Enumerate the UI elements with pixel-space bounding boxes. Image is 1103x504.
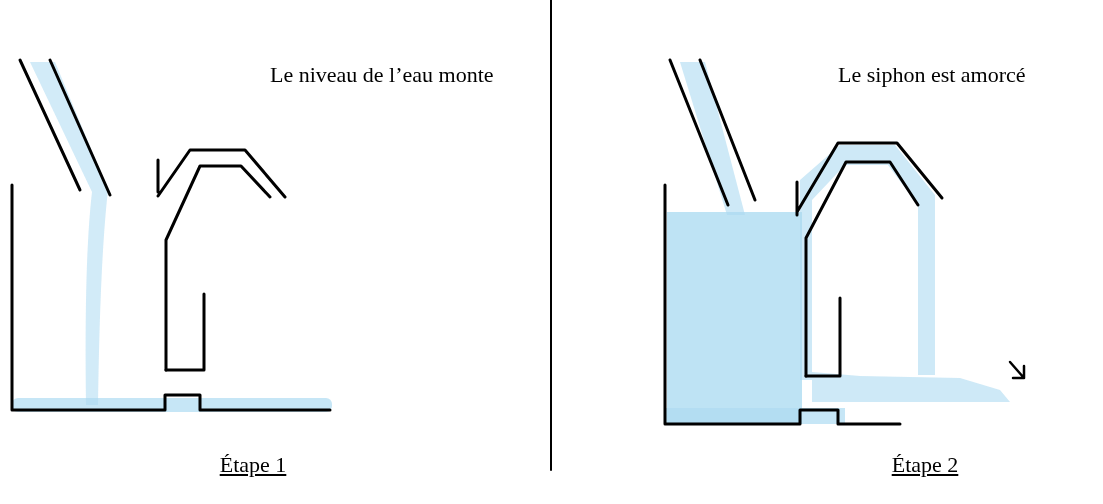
siphon-inner (166, 166, 270, 370)
inlet-pipe (50, 60, 110, 195)
step-title: Étape 1 (220, 452, 287, 478)
caption-text: Le niveau de l’eau monte (270, 62, 494, 88)
siphon-outer (158, 150, 285, 197)
caption-text: Le siphon est amorcé (838, 62, 1026, 88)
siphon-leg (806, 298, 840, 376)
inlet-pipe (20, 60, 80, 190)
siphon-leg (166, 294, 204, 370)
siphon-outer (797, 143, 942, 215)
water (12, 62, 1010, 424)
tank (665, 185, 900, 424)
step-title: Étape 2 (892, 452, 959, 478)
divider (550, 0, 552, 470)
siphon-inner (806, 162, 918, 376)
inlet-pipe (700, 60, 755, 200)
flow-arrow (1010, 362, 1024, 378)
inlet-pipe (670, 60, 728, 205)
tank (12, 185, 330, 410)
